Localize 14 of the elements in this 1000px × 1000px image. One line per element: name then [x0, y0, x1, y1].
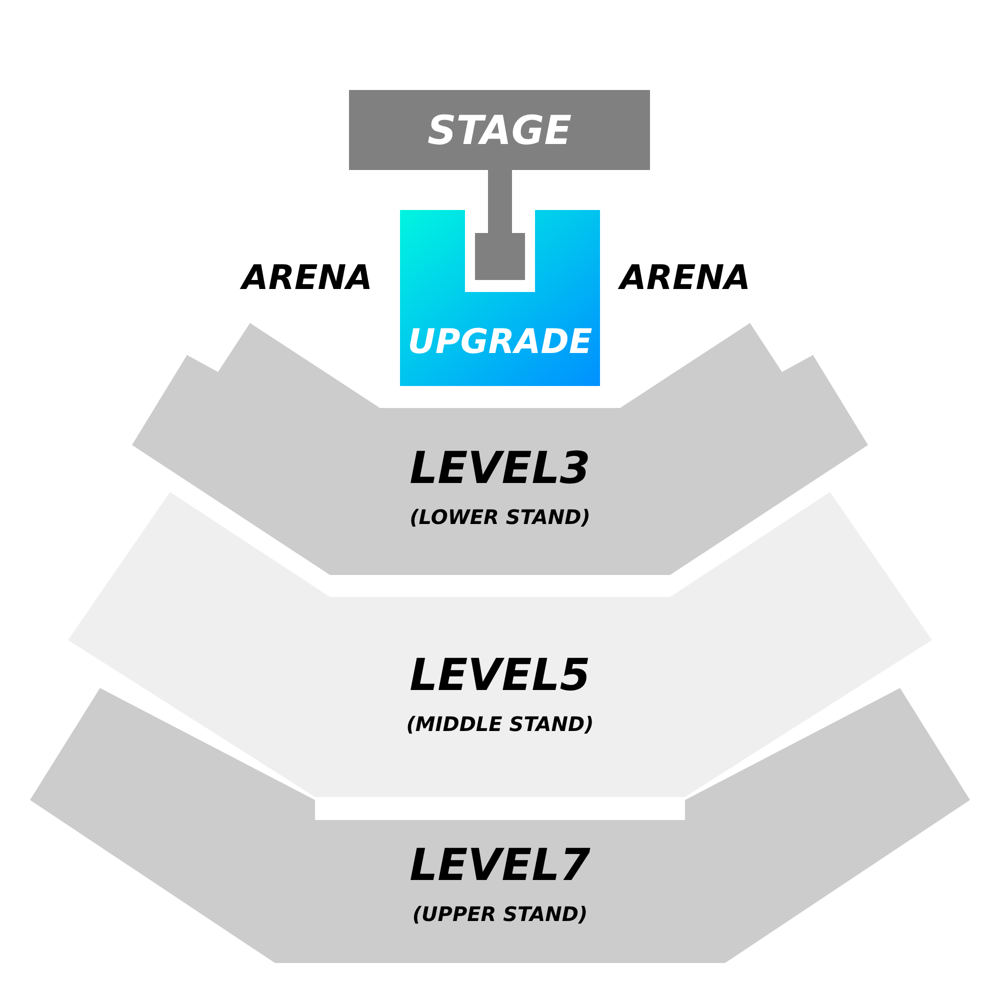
seating-section — [132, 323, 868, 576]
upgrade-zone — [400, 210, 600, 386]
stage-box — [349, 90, 650, 170]
stand-subtitle: (MIDDLE STAND) — [406, 712, 594, 736]
area-label: ARENA — [242, 258, 372, 298]
stage-label: STAGE — [427, 108, 572, 154]
stand-subtitle: (LOWER STAND) — [410, 505, 590, 529]
zone-label: UPGRADE — [408, 322, 592, 362]
area-label: ARENA — [620, 258, 750, 298]
level-heading: LEVEL7 — [410, 840, 590, 891]
seating-section — [68, 492, 932, 798]
level-heading: LEVEL3 — [410, 443, 590, 494]
stand-subtitle: (UPPER STAND) — [412, 902, 588, 926]
level-heading: LEVEL5 — [410, 650, 590, 701]
